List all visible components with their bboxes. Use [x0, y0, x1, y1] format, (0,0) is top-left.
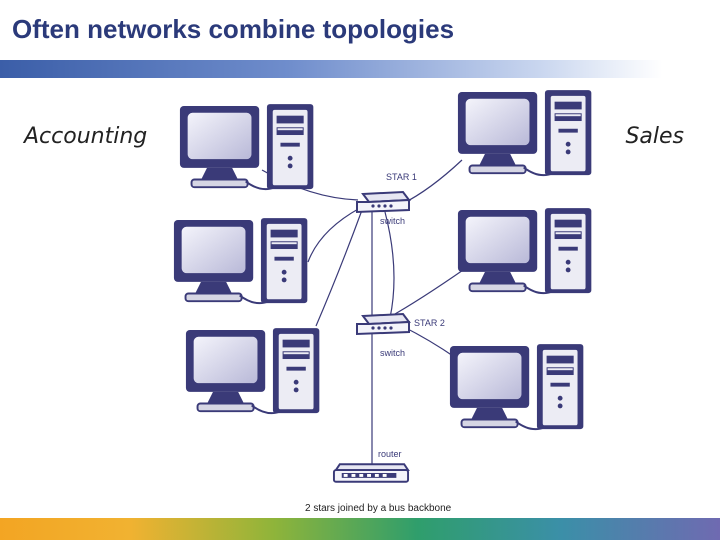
switch2-label: switch: [380, 348, 405, 358]
router: [332, 463, 410, 483]
footer-gradient-bar: [0, 518, 720, 540]
cable-acc2-switch1: [307, 207, 361, 263]
cable-sales1-switch1: [401, 159, 463, 205]
cable-switch1-switch2-b: [384, 211, 395, 319]
cable-sales2-switch2: [387, 267, 467, 319]
computer-accounting-2: [172, 218, 309, 305]
computer-sales-1: [456, 90, 593, 177]
cable-sales3-switch2: [401, 325, 457, 359]
star1-label: STAR 1: [386, 172, 417, 182]
slide-title: Often networks combine topologies: [12, 14, 455, 44]
computer-accounting-1: [178, 104, 315, 191]
switch1-label: switch: [380, 216, 405, 226]
cable-acc3-switch1: [315, 209, 363, 327]
computer-sales-3: [448, 344, 585, 431]
switch-star-2: [355, 312, 411, 336]
title-underline-bar: [0, 60, 720, 78]
sales-label: Sales: [625, 124, 684, 149]
switch-star-1: [355, 190, 411, 214]
accounting-label: Accounting: [24, 124, 148, 149]
computer-sales-2: [456, 208, 593, 295]
diagram-caption: 2 stars joined by a bus backbone: [305, 503, 452, 514]
computer-accounting-3: [184, 328, 321, 415]
star2-label: STAR 2: [414, 318, 445, 328]
router-label: router: [378, 449, 402, 459]
